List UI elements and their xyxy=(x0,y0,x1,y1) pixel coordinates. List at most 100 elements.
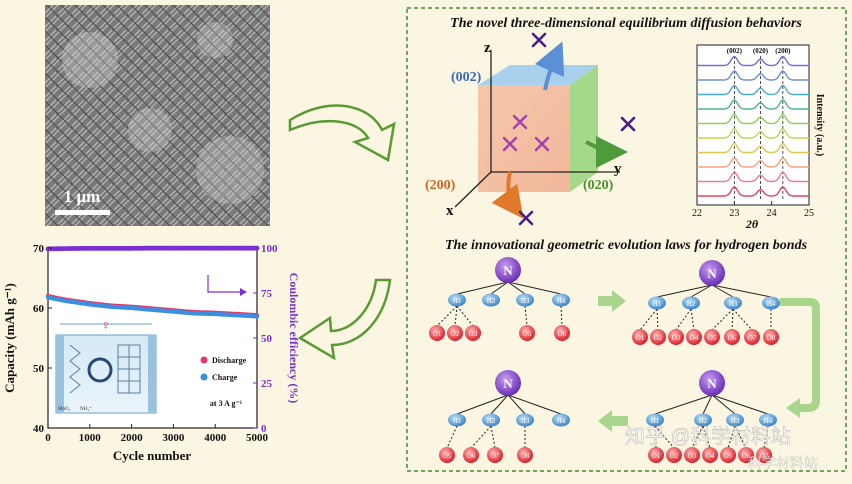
nitrogen-atom xyxy=(699,370,725,396)
inset-label-mno2: MnO₂ xyxy=(58,407,71,412)
hydrogen-label: H3 xyxy=(521,417,530,425)
rate-label: at 3 A g⁻¹ xyxy=(210,399,243,408)
xrd-curve xyxy=(697,113,809,125)
x-tick-label: 5000 xyxy=(246,432,269,444)
xrd-peak-label: (200) xyxy=(775,47,791,55)
xrd-tick-label: 23 xyxy=(729,208,739,219)
oxygen-label: O8 xyxy=(521,452,530,460)
oxygen-atom xyxy=(554,325,570,341)
xrd-xlabel: 2θ xyxy=(745,217,759,231)
hydrogen-label: H1 xyxy=(651,417,660,425)
oxygen-atom xyxy=(463,447,479,463)
xrd-curve xyxy=(697,99,809,110)
hydrogen-label: H4 xyxy=(557,417,566,425)
oxygen-atom xyxy=(738,447,754,463)
oxygen-label: O7 xyxy=(491,452,500,460)
hydrogen-atom xyxy=(726,413,744,427)
oxygen-label: O1 xyxy=(652,452,661,460)
watermark-secondary: 科学材料站 xyxy=(748,455,818,471)
xrd-curve xyxy=(697,171,809,183)
x-tick-label: 1000 xyxy=(79,432,102,444)
axis-z-label: z xyxy=(484,40,491,56)
oxygen-atom xyxy=(744,329,760,345)
nitrogen-atom xyxy=(495,257,521,283)
oxygen-label: O1 xyxy=(636,334,645,342)
xrd-curve xyxy=(697,157,809,168)
y-right-tick-label: 0 xyxy=(261,423,267,435)
x-tick-label: 2000 xyxy=(121,432,144,444)
diffusion-cube: z y x (002) (200) (020) xyxy=(425,32,636,226)
oxygen-atom xyxy=(650,329,666,345)
svg-text:♀: ♀ xyxy=(101,319,112,334)
xrd-curve xyxy=(697,84,809,96)
hydrogen-label: H4 xyxy=(767,300,776,308)
oxygen-label: O4 xyxy=(690,334,699,342)
x-tick-label: 3000 xyxy=(162,432,185,444)
oxygen-atom xyxy=(632,329,648,345)
cycling-xlabel: Cycle number xyxy=(113,448,192,463)
axis-x-label: x xyxy=(446,203,454,219)
oxygen-atom xyxy=(447,325,463,341)
charge-point xyxy=(254,314,260,319)
oxygen-label: O5 xyxy=(443,452,452,460)
oxygen-label: O6 xyxy=(467,452,476,460)
hydrogen-label: H1 xyxy=(453,297,462,305)
oxygen-label: O7 xyxy=(760,452,769,460)
hydrogen-label: H4 xyxy=(764,417,773,425)
oxygen-label: O6 xyxy=(742,452,751,460)
hydrogen-atom xyxy=(648,296,666,310)
ce-axis-pointer xyxy=(207,275,240,293)
oxygen-label: O6 xyxy=(558,330,567,338)
axis-y-label: y xyxy=(614,161,622,177)
hbond-flow-arrows xyxy=(598,290,820,432)
oxygen-atom xyxy=(465,325,481,341)
oxygen-atom xyxy=(684,447,700,463)
xrd-tick-label: 24 xyxy=(767,208,777,219)
hydrogen-label: H2 xyxy=(487,297,496,305)
legend-discharge-marker xyxy=(200,356,208,364)
hydrogen-atom xyxy=(682,296,700,310)
right-panel-frame xyxy=(406,7,847,472)
xrd-peak-label: (002) xyxy=(727,47,743,55)
diffusion-title: The novel three-dimensional equilibrium … xyxy=(450,16,802,31)
oxygen-label: O3 xyxy=(469,330,478,338)
xrd-curve xyxy=(697,142,809,154)
hydrogen-atom xyxy=(646,413,664,427)
hydrogen-label: H4 xyxy=(557,297,566,305)
xrd-ylabel: Intensity (a.u.) xyxy=(814,94,825,157)
hydrogen-atom xyxy=(762,296,780,310)
legend-charge-label: Charge xyxy=(212,373,238,382)
nitrogen-label: N xyxy=(707,376,717,391)
hydrogen-label: H2 xyxy=(487,417,496,425)
y-right-tick-label: 100 xyxy=(261,243,278,255)
oxygen-label: O3 xyxy=(688,452,697,460)
hydrogen-atom xyxy=(516,413,534,427)
xrd-curve xyxy=(697,70,809,81)
inset-label-nh4: NH₄⁺ xyxy=(80,406,92,412)
oxygen-atom xyxy=(724,329,740,345)
oxygen-atom xyxy=(702,447,718,463)
cycling-ylabel-left: Capacity (mAh g⁻¹) xyxy=(2,283,17,393)
legend-charge-marker xyxy=(200,373,208,381)
xrd-curve xyxy=(697,186,809,197)
oxygen-atom xyxy=(763,329,779,345)
scale-bar xyxy=(55,210,110,215)
oxygen-label: O2 xyxy=(654,334,663,342)
oxygen-atom xyxy=(429,325,445,341)
oxygen-atom xyxy=(668,329,684,345)
y-left-tick-label: 60 xyxy=(33,303,45,315)
y-left-tick-label: 50 xyxy=(33,363,45,375)
y-right-tick-label: 25 xyxy=(261,378,273,390)
hydrogen-atom xyxy=(482,413,500,427)
oxygen-atom xyxy=(704,329,720,345)
hydrogen-atom xyxy=(552,293,570,307)
hydrogen-label: H2 xyxy=(687,300,696,308)
hydrogen-atom xyxy=(552,413,570,427)
face-label-002: (002) xyxy=(451,70,482,85)
hydrogen-atom xyxy=(724,296,742,310)
x-tick-label: 4000 xyxy=(204,432,227,444)
